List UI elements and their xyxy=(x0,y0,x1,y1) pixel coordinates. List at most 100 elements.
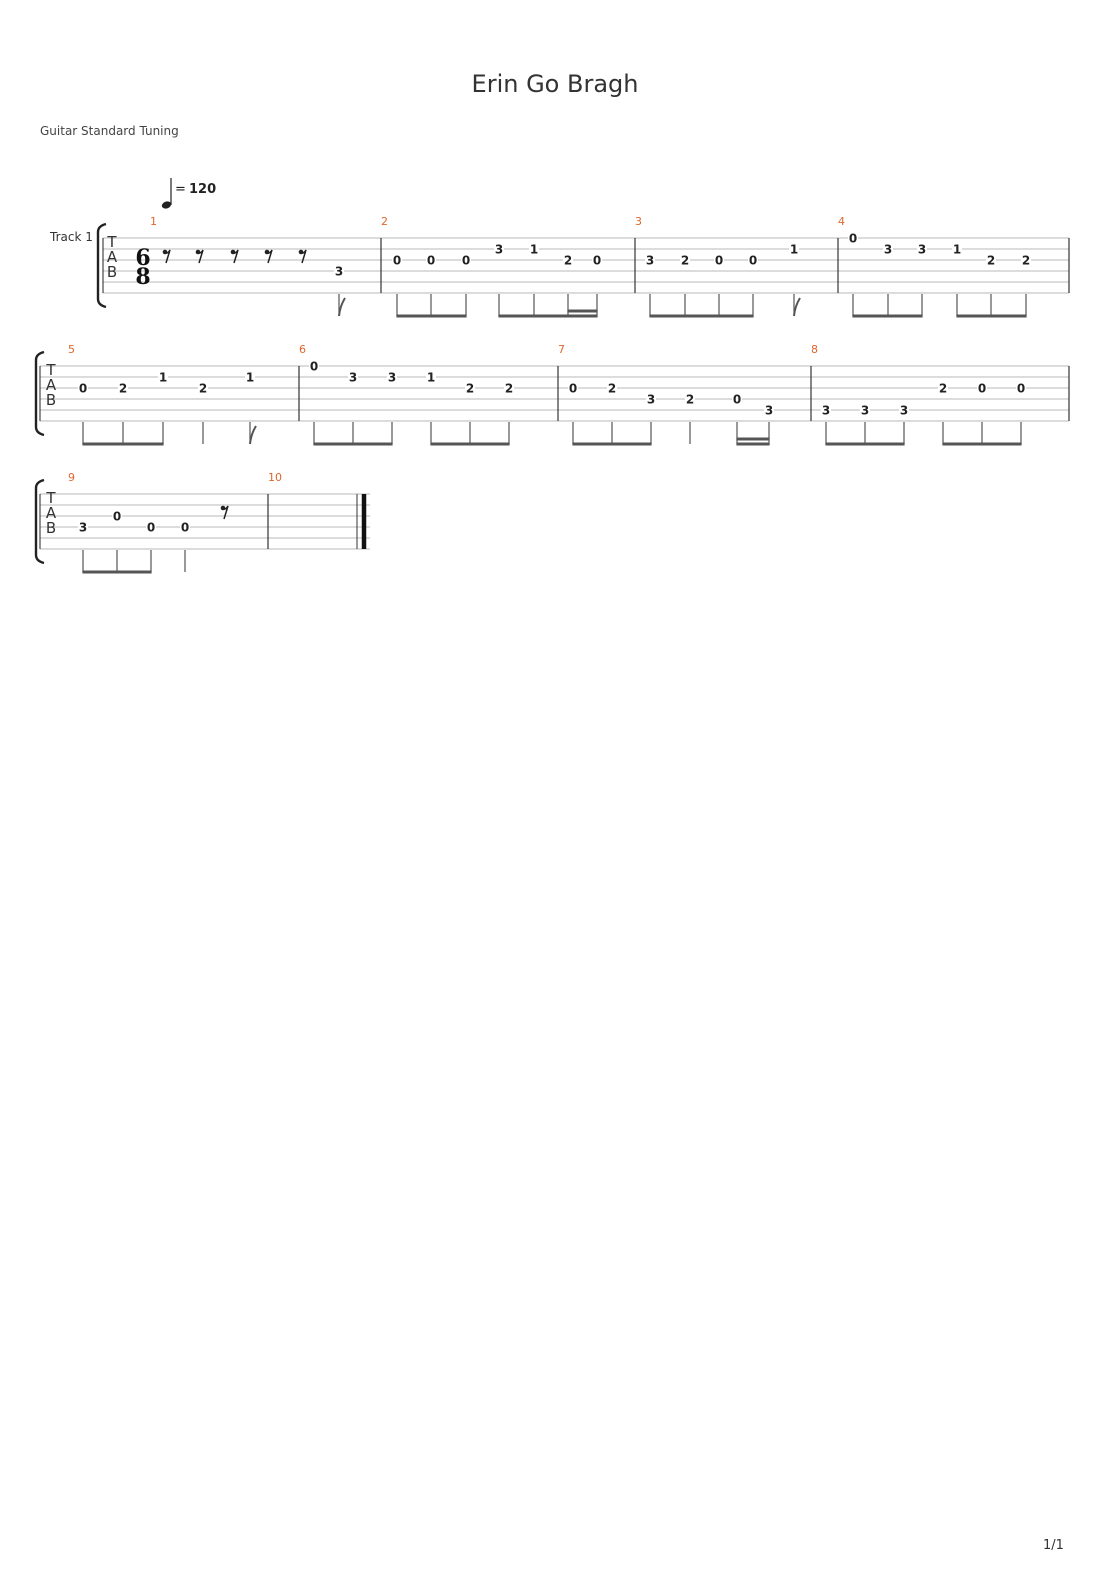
fret-background xyxy=(680,254,690,266)
fret-background xyxy=(494,243,504,255)
fret-background xyxy=(245,371,255,383)
fret-number: 0 xyxy=(978,382,986,396)
measure-number: 9 xyxy=(68,471,75,484)
tab-clef-letter: T xyxy=(106,233,117,251)
eighth-rest-stroke xyxy=(299,249,307,264)
fret-number: 0 xyxy=(593,254,601,268)
time-signature-bottom: 8 xyxy=(135,264,150,290)
eighth-flag-icon xyxy=(338,297,346,317)
measure-number: 2 xyxy=(381,215,388,228)
fret-background xyxy=(764,404,774,416)
fret-background xyxy=(592,254,602,266)
fret-background xyxy=(158,371,168,383)
fret-number: 2 xyxy=(1022,254,1030,268)
system-bracket xyxy=(34,350,45,437)
fret-background xyxy=(1016,382,1026,394)
page-number: 1/1 xyxy=(1043,1538,1064,1553)
fret-background xyxy=(348,371,358,383)
fret-background xyxy=(685,393,695,405)
measure-number: 1 xyxy=(150,215,157,228)
eighth-rest-stroke xyxy=(163,249,171,264)
fret-number: 0 xyxy=(393,254,401,268)
fret-background xyxy=(334,265,344,277)
tab-clef-letter: B xyxy=(46,519,56,537)
fret-number: 0 xyxy=(1017,382,1025,396)
fret-background xyxy=(938,382,948,394)
tab-clef-letter: A xyxy=(107,248,118,266)
eighth-flag-icon xyxy=(793,297,801,317)
fret-number: 0 xyxy=(749,254,757,268)
fret-number: 3 xyxy=(822,404,830,418)
fret-number: 2 xyxy=(681,254,689,268)
fret-number: 3 xyxy=(79,521,87,535)
fret-number: 0 xyxy=(715,254,723,268)
fret-background xyxy=(645,254,655,266)
eighth-flag-icon xyxy=(249,425,257,445)
fret-number: 0 xyxy=(79,382,87,396)
fret-background xyxy=(465,382,475,394)
fret-number: 2 xyxy=(686,393,694,407)
fret-background xyxy=(563,254,573,266)
tab-clef-letter: T xyxy=(45,361,56,379)
fret-background xyxy=(426,371,436,383)
fret-background xyxy=(118,382,128,394)
eighth-rest-stroke xyxy=(265,249,273,264)
fret-number: 1 xyxy=(790,243,798,257)
fret-number: 0 xyxy=(147,521,155,535)
fret-number: 0 xyxy=(310,360,318,374)
fret-number: 2 xyxy=(466,382,474,396)
measure-number: 7 xyxy=(558,343,565,356)
tab-clef-letter: B xyxy=(107,263,117,281)
fret-number: 1 xyxy=(427,371,435,385)
fret-background xyxy=(180,521,190,533)
tab-clef-letter: A xyxy=(46,504,57,522)
tab-clef-letter: A xyxy=(46,376,57,394)
fret-background xyxy=(146,521,156,533)
fret-background xyxy=(732,393,742,405)
fret-background xyxy=(883,243,893,255)
fret-background xyxy=(848,232,858,244)
fret-number: 3 xyxy=(765,404,773,418)
measure-number: 6 xyxy=(299,343,306,356)
eighth-rest-stroke xyxy=(231,249,239,264)
tempo-value: 120 xyxy=(189,182,216,197)
eighth-rest-stroke xyxy=(221,505,229,520)
fret-number: 1 xyxy=(953,243,961,257)
fret-background xyxy=(387,371,397,383)
fret-background xyxy=(529,243,539,255)
fret-background xyxy=(78,521,88,533)
fret-number: 2 xyxy=(119,382,127,396)
time-signature-top: 6 xyxy=(135,245,150,271)
fret-number: 3 xyxy=(900,404,908,418)
system-bracket xyxy=(34,478,45,565)
fret-background xyxy=(789,243,799,255)
fret-background xyxy=(748,254,758,266)
fret-background xyxy=(821,404,831,416)
fret-background xyxy=(952,243,962,255)
fret-number: 0 xyxy=(181,521,189,535)
fret-background xyxy=(1021,254,1031,266)
fret-number: 1 xyxy=(246,371,254,385)
fret-background xyxy=(392,254,402,266)
fret-background xyxy=(607,382,617,394)
fret-number: 3 xyxy=(388,371,396,385)
fret-number: 0 xyxy=(462,254,470,268)
fret-background xyxy=(568,382,578,394)
fret-number: 3 xyxy=(647,393,655,407)
fret-number: 0 xyxy=(733,393,741,407)
song-title: Erin Go Bragh xyxy=(471,70,639,98)
fret-background xyxy=(986,254,996,266)
fret-number: 0 xyxy=(849,232,857,246)
fret-background xyxy=(646,393,656,405)
fret-background xyxy=(714,254,724,266)
fret-background xyxy=(78,382,88,394)
fret-number: 0 xyxy=(113,510,121,524)
fret-background xyxy=(860,404,870,416)
fret-number: 0 xyxy=(427,254,435,268)
tab-clef-letter: T xyxy=(45,489,56,507)
tempo-marking: = 120 xyxy=(161,178,216,209)
fret-background xyxy=(461,254,471,266)
measure-number: 10 xyxy=(268,471,282,484)
